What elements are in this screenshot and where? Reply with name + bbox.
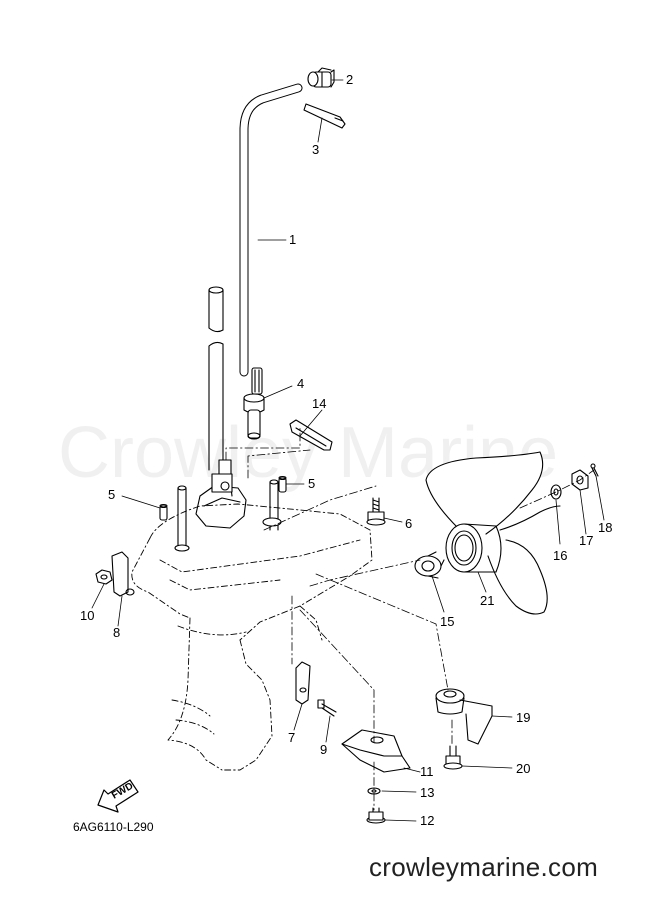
callout-19: 19 (516, 710, 530, 725)
callout-10: 10 (80, 608, 94, 623)
grommet[interactable] (307, 67, 335, 88)
lower-casing (131, 503, 373, 771)
diagram-code: 6AG6110-L290 (73, 820, 154, 834)
bolt-9[interactable] (317, 699, 337, 717)
callout-16: 16 (553, 548, 567, 563)
cotter-pin-18[interactable] (590, 463, 599, 477)
trim-tab-19[interactable] (435, 688, 493, 745)
callout-5-right: 5 (308, 476, 315, 491)
callout-8: 8 (113, 625, 120, 640)
callout-21: 21 (480, 593, 494, 608)
leader-lines (91, 79, 605, 822)
callout-12: 12 (420, 813, 434, 828)
callout-5-left: 5 (108, 487, 115, 502)
plate-8[interactable] (111, 551, 135, 597)
dowel-pin-left[interactable] (159, 503, 168, 521)
bolt-6[interactable] (366, 497, 386, 526)
callout-13: 13 (420, 785, 434, 800)
dowel-pin-right[interactable] (278, 475, 287, 493)
callout-18: 18 (598, 520, 612, 535)
callout-6: 6 (405, 516, 412, 531)
tube-seal[interactable] (243, 367, 265, 440)
callout-7: 7 (288, 730, 295, 745)
callout-1: 1 (289, 232, 296, 247)
fwd-arrow-icon (97, 779, 139, 813)
plate-7[interactable] (295, 661, 311, 705)
callout-15: 15 (440, 614, 454, 629)
callout-11: 11 (420, 764, 434, 779)
callout-2: 2 (346, 72, 353, 87)
spacer-15[interactable] (414, 551, 445, 579)
bolt-12[interactable] (366, 807, 386, 824)
callout-3: 3 (312, 142, 319, 157)
callout-14: 14 (312, 396, 326, 411)
pump-housing (174, 459, 282, 552)
holder[interactable] (303, 103, 346, 129)
water-tube[interactable] (239, 83, 303, 377)
callout-4: 4 (297, 376, 304, 391)
callout-17: 17 (579, 533, 593, 548)
propeller-21[interactable] (425, 451, 561, 615)
site-url[interactable]: crowleymarine.com (369, 852, 599, 882)
bolt-20[interactable] (443, 745, 463, 770)
callout-20: 20 (516, 761, 530, 776)
drive-shaft (208, 286, 224, 471)
nut-10[interactable] (95, 569, 113, 585)
callout-9: 9 (320, 742, 327, 757)
anode-11[interactable] (341, 729, 411, 773)
assembly-lines (225, 425, 595, 811)
rubber-seal-14[interactable] (289, 419, 333, 451)
